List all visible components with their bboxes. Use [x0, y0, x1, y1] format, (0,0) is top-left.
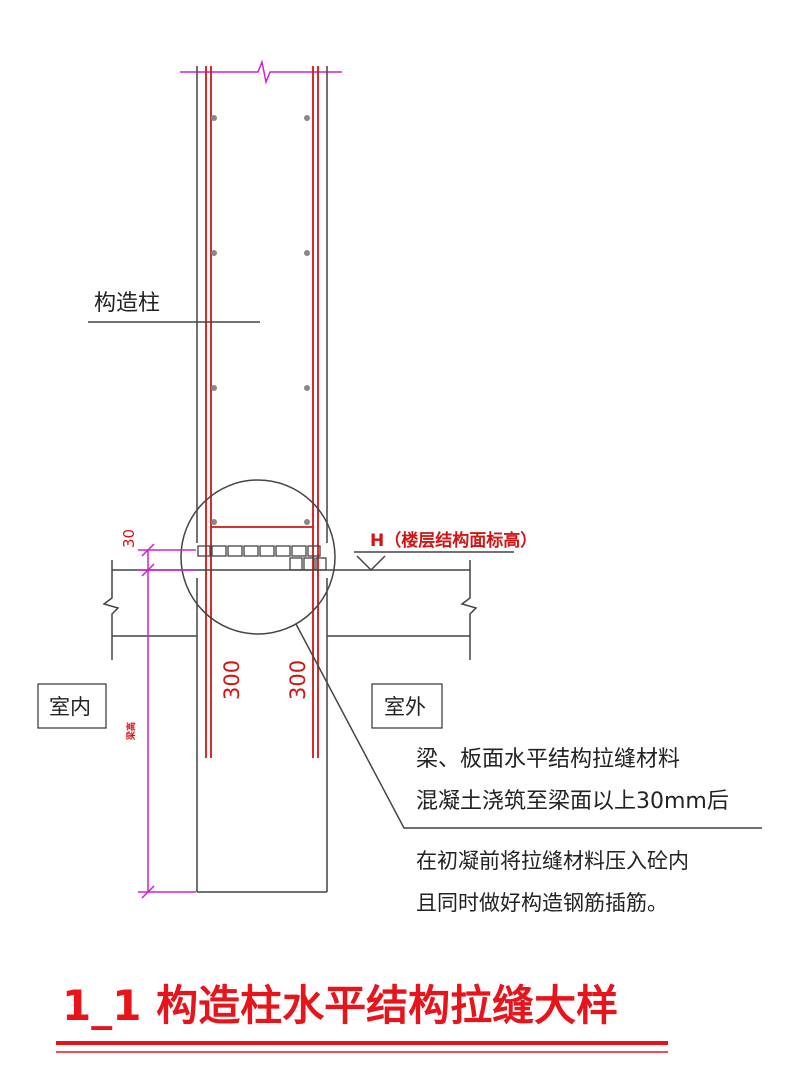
rebar-dots: [211, 115, 310, 525]
dimension-lines: [138, 543, 196, 899]
joint-material: [197, 545, 327, 571]
note-line-2: 混凝土浇筑至梁面以上30mm后: [416, 789, 729, 814]
detail-circle: [180, 479, 336, 635]
dim-300-left-label: 300: [220, 660, 244, 700]
elevation-label: H（楼层结构面标高）: [370, 530, 537, 551]
column-label: 构造柱: [94, 291, 160, 316]
title-underline: [56, 1041, 668, 1053]
elevation-marker: [354, 551, 514, 572]
drawing-title: 1_1 构造柱水平结构拉缝大样: [62, 981, 618, 1030]
note-line-4: 且同时做好构造钢筋插筋。: [416, 891, 668, 915]
note-leader-line: [295, 623, 762, 829]
dim-30-label: 30: [120, 529, 138, 548]
slab-beam: [102, 560, 478, 660]
outdoor-box: [371, 683, 443, 729]
indoor-label: 室内: [49, 695, 91, 719]
top-break-line: [180, 59, 342, 85]
note-line-3: 在初凝前将拉缝材料压入砼内: [416, 849, 689, 873]
rebars: [205, 66, 319, 758]
dim-300-right-label: 300: [286, 660, 310, 700]
note-line-1: 梁、板面水平结构拉缝材料: [416, 747, 680, 772]
column-outline: [196, 66, 328, 893]
indoor-box: [37, 683, 107, 729]
dim-height-label: 梁高: [125, 722, 137, 741]
outdoor-label: 室外: [384, 695, 426, 719]
